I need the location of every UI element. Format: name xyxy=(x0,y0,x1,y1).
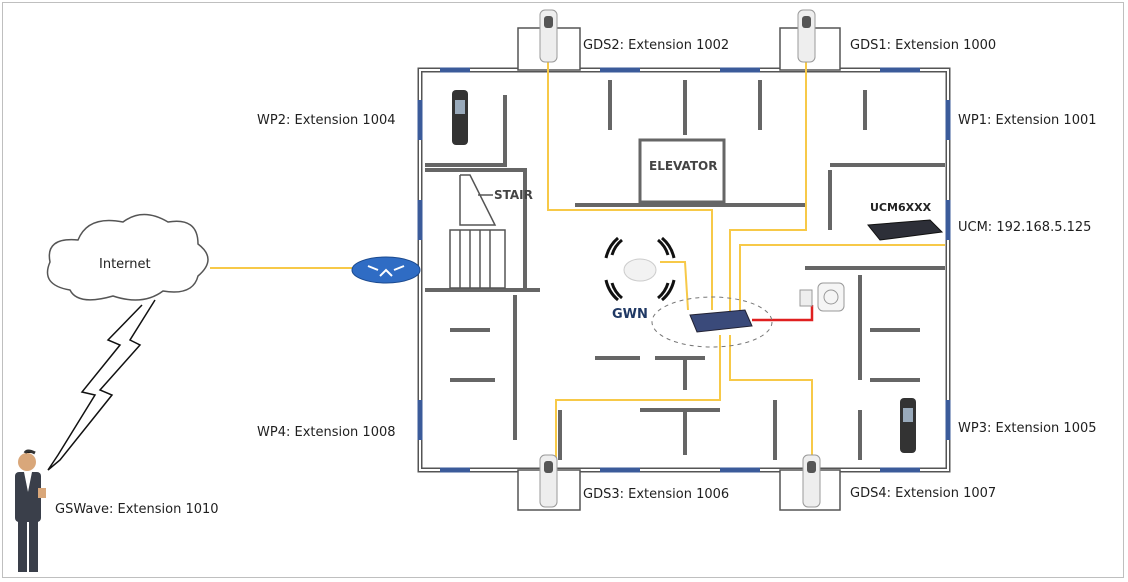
gds4-door-station-icon[interactable] xyxy=(802,454,821,508)
wp2-phone-icon[interactable] xyxy=(452,90,468,145)
internet-cloud-icon[interactable] xyxy=(46,213,209,301)
gds2-label: GDS2: Extension 1002 xyxy=(583,38,729,53)
gwn-access-point-icon[interactable] xyxy=(604,236,676,302)
building-floorplan: ELEVATOR STAIR xyxy=(417,67,951,473)
ucm-device-icon[interactable] xyxy=(867,219,944,241)
gswave-user-icon[interactable] xyxy=(15,449,46,572)
network-switch-icon[interactable] xyxy=(689,309,753,333)
stair-label: STAIR xyxy=(494,188,533,202)
gds1-label: GDS1: Extension 1000 xyxy=(850,38,996,53)
gds3-door-station-icon[interactable] xyxy=(539,454,558,508)
wp3-phone-icon[interactable] xyxy=(900,398,916,453)
wp2-label: WP2: Extension 1004 xyxy=(257,113,396,128)
gwn-label: GWN xyxy=(612,307,648,322)
door-alcoves xyxy=(517,27,841,511)
windows xyxy=(417,67,951,473)
power-outlet-icon xyxy=(799,282,845,312)
internet-label: Internet xyxy=(99,257,151,272)
gds4-label: GDS4: Extension 1007 xyxy=(850,486,996,501)
wp3-label: WP3: Extension 1005 xyxy=(958,421,1097,436)
elevator-label: ELEVATOR xyxy=(649,159,718,173)
elevator xyxy=(638,138,726,204)
wp4-label: WP4: Extension 1008 xyxy=(257,425,396,440)
gds3-label: GDS3: Extension 1006 xyxy=(583,487,729,502)
wireless-link-icon xyxy=(47,299,156,471)
ucm-model-label: UCM6XXX xyxy=(870,201,932,214)
wp1-label: WP1: Extension 1001 xyxy=(958,113,1097,128)
gds2-door-station-icon[interactable] xyxy=(539,9,558,63)
ucm-label: UCM: 192.168.5.125 xyxy=(958,220,1091,235)
gds1-door-station-icon[interactable] xyxy=(797,9,816,63)
lan-cloud xyxy=(651,296,773,348)
network-cables xyxy=(210,60,945,470)
gswave-label: GSWave: Extension 1010 xyxy=(55,502,219,517)
router-icon[interactable] xyxy=(351,256,421,284)
stair xyxy=(449,174,506,289)
